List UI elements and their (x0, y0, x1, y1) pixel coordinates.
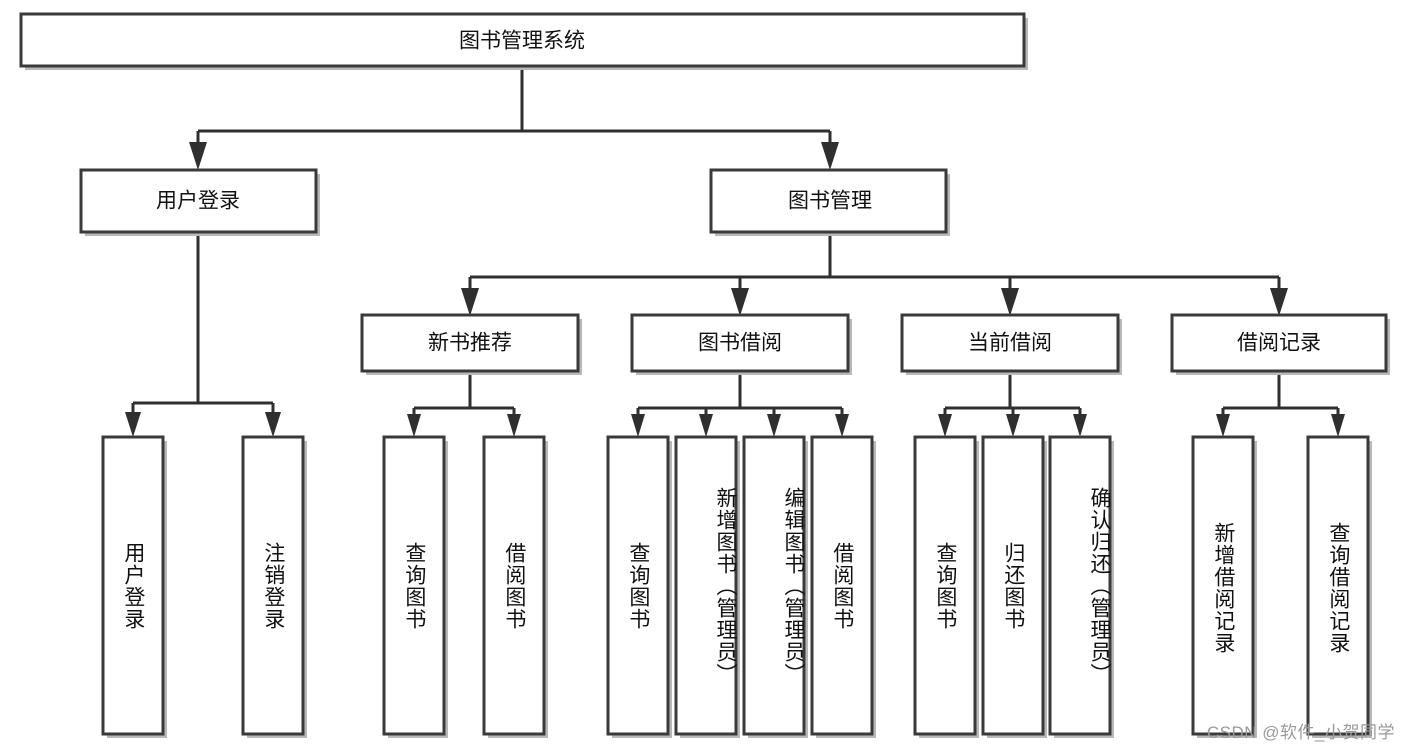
box-outline (360, 313, 580, 373)
leaf-box-return-book[interactable] (981, 435, 1045, 736)
node-current-borrow-label: 当前借阅 (968, 332, 1052, 355)
leaf-box-confirm-return[interactable] (1048, 435, 1112, 736)
leaf-box-borrow-book-2[interactable] (810, 435, 874, 736)
box-outline (630, 313, 850, 373)
connector-new-book-to-leaves (407, 375, 521, 437)
leaf-box-query-record[interactable] (1306, 435, 1370, 736)
box-outline (79, 168, 318, 234)
arrow-head-icon (407, 414, 421, 437)
node-book-management[interactable]: 图书管理 (709, 168, 950, 236)
connector-book-mgmt-to-level3 (461, 232, 1288, 316)
node-new-book-recommend[interactable]: 新书推荐 (360, 313, 582, 375)
watermark-text: CSDN @软件_小贺同学 (1206, 723, 1395, 742)
connector-user-login-to-leaves (125, 232, 281, 437)
arrow-head-icon (507, 414, 521, 437)
node-current-borrow[interactable]: 当前借阅 (900, 313, 1122, 375)
arrow-head-icon (1001, 288, 1019, 316)
node-book-borrow[interactable]: 图书借阅 (630, 313, 852, 375)
connector-current-borrow-to-leaves (938, 375, 1087, 437)
leaf-box-add-record[interactable] (1191, 435, 1255, 736)
node-borrow-record-label: 借阅记录 (1237, 332, 1321, 355)
arrow-head-icon (835, 414, 849, 437)
connector-root-to-level2 (189, 66, 839, 170)
node-new-book-recommend-label: 新书推荐 (428, 332, 512, 355)
arrow-head-icon (699, 414, 713, 437)
leaf-box-logout[interactable] (241, 435, 305, 736)
connector-borrow-record-to-leaves (1216, 375, 1345, 437)
connector-book-borrow-to-leaves (631, 375, 849, 437)
node-user-login-label: 用户登录 (156, 190, 240, 213)
arrow-head-icon (189, 142, 207, 170)
leaf-box-borrow-book-1[interactable] (482, 435, 546, 736)
arrow-head-icon (821, 142, 839, 170)
arrow-head-icon (631, 414, 645, 437)
box-outline (709, 168, 948, 234)
node-root-label: 图书管理系统 (459, 30, 585, 53)
leaf-box-query-book-1[interactable] (382, 435, 446, 736)
box-outline (19, 12, 1026, 68)
arrow-head-icon (1331, 414, 1345, 437)
arrow-head-icon (731, 288, 749, 316)
leaf-box-add-book[interactable] (674, 435, 738, 736)
leaf-box-user-login[interactable] (101, 435, 165, 736)
node-book-borrow-label: 图书借阅 (698, 332, 782, 355)
node-user-login[interactable]: 用户登录 (79, 168, 320, 236)
leaf-box-query-book-3[interactable] (913, 435, 977, 736)
arrow-head-icon (767, 414, 781, 437)
leaf-box-edit-book[interactable] (742, 435, 806, 736)
box-outline (1170, 313, 1388, 373)
node-borrow-record[interactable]: 借阅记录 (1170, 313, 1390, 375)
arrow-head-icon (1216, 414, 1230, 437)
arrow-head-icon (461, 288, 479, 316)
leaf-boxes (101, 435, 1372, 738)
arrow-head-icon (938, 414, 952, 437)
box-outline (900, 313, 1120, 373)
node-book-management-label: 图书管理 (788, 190, 872, 213)
arrow-head-icon (125, 412, 141, 437)
arrow-head-icon (1073, 414, 1087, 437)
arrow-head-icon (265, 412, 281, 437)
arrow-head-icon (1270, 288, 1288, 316)
node-root[interactable]: 图书管理系统 (19, 12, 1028, 70)
leaf-box-query-book-2[interactable] (606, 435, 670, 736)
arrow-head-icon (1006, 414, 1020, 437)
